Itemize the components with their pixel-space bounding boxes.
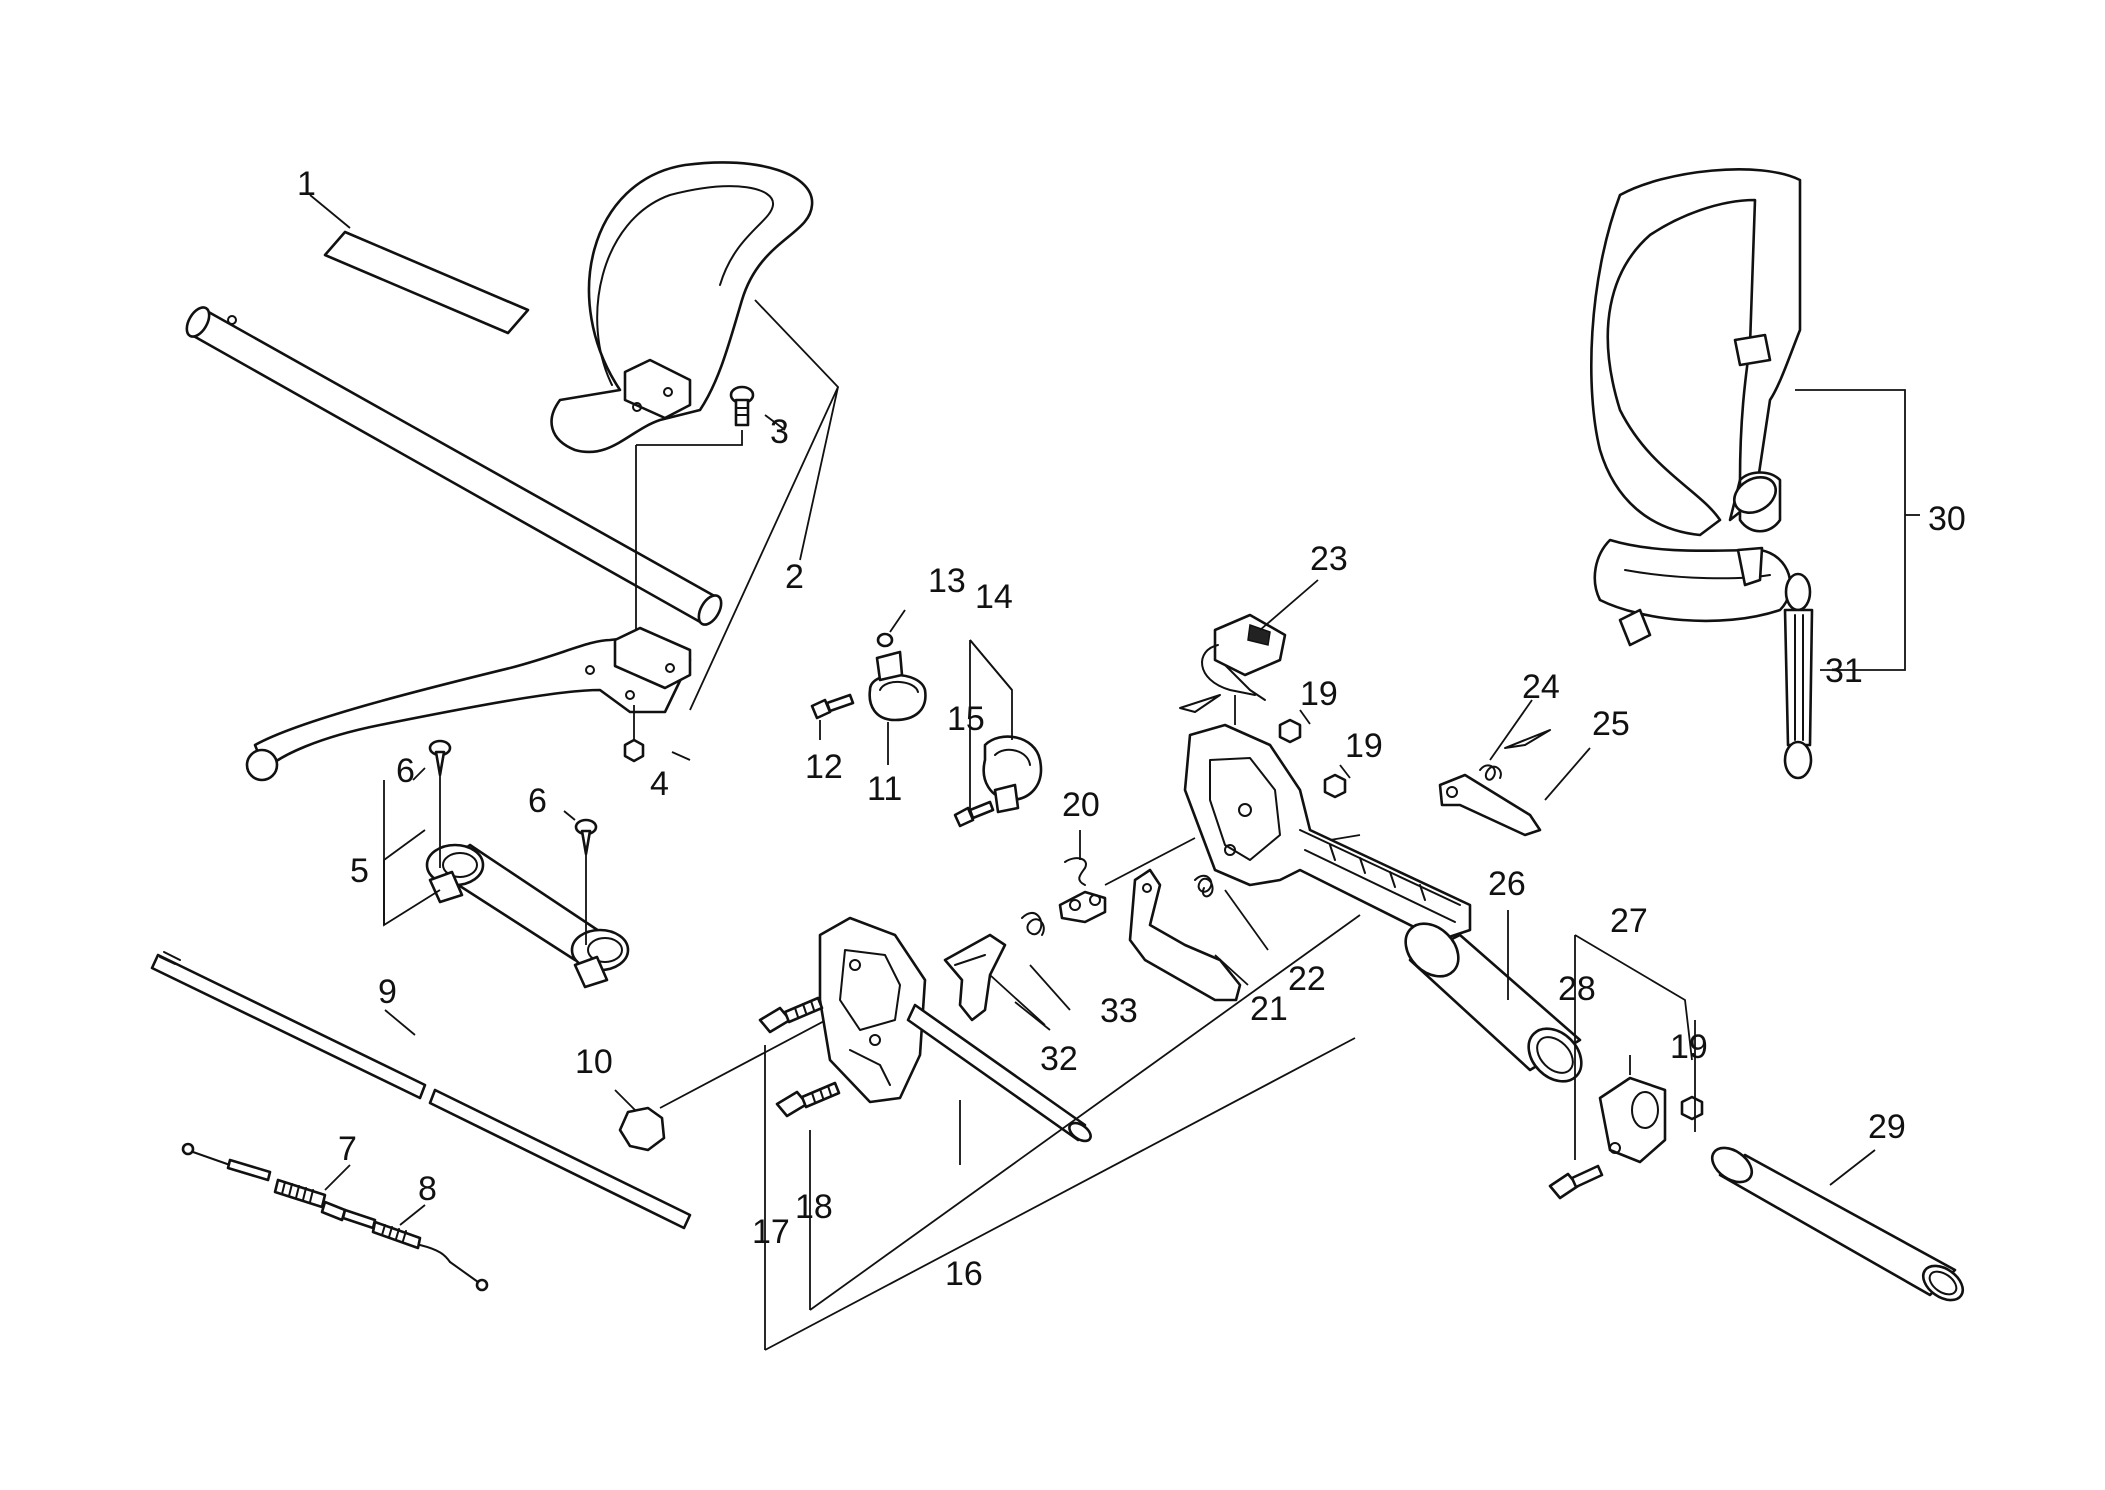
label-32: 32 — [1040, 1040, 1078, 1078]
part-15-screw — [953, 800, 995, 828]
label-21: 21 — [1250, 990, 1288, 1028]
label-7: 7 — [338, 1130, 357, 1168]
part-11-clamp-band — [868, 650, 927, 722]
part-31-snap-hook — [1783, 572, 1814, 780]
part-15-clamp — [982, 735, 1043, 814]
part-23-stop-switch — [1201, 613, 1287, 701]
part-30-shoulder-harness — [1590, 168, 1802, 647]
part-12-screw — [810, 693, 855, 720]
part-19-nut-b — [1323, 773, 1347, 799]
part-21-throttle-trigger — [1128, 868, 1242, 1002]
label-22: 22 — [1288, 960, 1326, 998]
shaft-tube — [185, 306, 723, 626]
label-17: 17 — [752, 1213, 790, 1251]
part-number-labels: 1 2 3 4 5 6 6 7 8 9 10 11 12 13 14 15 16… — [297, 165, 1966, 1293]
label-30: 30 — [1928, 500, 1966, 538]
leader-lines — [309, 194, 1920, 1351]
label-16: 16 — [945, 1255, 983, 1293]
part-16-handle-housing — [818, 916, 1092, 1143]
part-27-hanger-bracket — [1598, 1076, 1667, 1164]
label-19a: 19 — [1300, 675, 1338, 713]
label-23: 23 — [1310, 540, 1348, 578]
part-2-loop-handle — [550, 161, 814, 454]
part-17-bolt — [758, 996, 824, 1034]
part-4-nut — [623, 738, 645, 763]
part-26-foam-grip — [1404, 922, 1583, 1083]
label-2: 2 — [785, 558, 804, 596]
part-22-spring — [1194, 874, 1214, 898]
part-29-tube — [1710, 1146, 1965, 1302]
label-19c: 19 — [1670, 1028, 1708, 1066]
part-3-bolt — [729, 385, 755, 427]
label-33: 33 — [1100, 992, 1138, 1030]
label-6a: 6 — [396, 752, 415, 790]
label-6b: 6 — [528, 782, 547, 820]
part-7-8-throttle-cable — [181, 1142, 489, 1292]
part-6-screw-b — [574, 818, 598, 856]
part-6-screw-a — [428, 739, 452, 777]
part-19-nut-a — [1278, 718, 1302, 744]
label-20: 20 — [1062, 786, 1100, 824]
label-18: 18 — [795, 1188, 833, 1226]
label-27: 27 — [1610, 902, 1648, 940]
label-1: 1 — [297, 165, 316, 203]
label-25: 25 — [1592, 705, 1630, 743]
label-14: 14 — [975, 578, 1013, 616]
label-29: 29 — [1868, 1108, 1906, 1146]
throttle-handle-body — [1183, 723, 1472, 942]
label-15: 15 — [947, 700, 985, 738]
part-33-spring — [1021, 911, 1045, 936]
label-3: 3 — [770, 413, 789, 451]
part-1-label-sticker — [323, 230, 530, 335]
label-10: 10 — [575, 1043, 613, 1081]
label-13: 13 — [928, 562, 966, 600]
label-11: 11 — [867, 770, 902, 808]
part-10-cap — [618, 1106, 666, 1152]
label-12: 12 — [805, 748, 843, 786]
part-32-lock-lever — [943, 933, 1007, 1022]
label-28: 28 — [1558, 970, 1596, 1008]
lower-handle-bracket — [245, 626, 692, 782]
part-25-lever — [1438, 773, 1542, 837]
part-9-drive-shaft — [150, 951, 692, 1230]
part-13-nut — [876, 632, 894, 648]
label-19b: 19 — [1345, 727, 1383, 765]
label-31: 31 — [1825, 652, 1863, 690]
part-20-pin — [1058, 857, 1107, 924]
label-24: 24 — [1522, 668, 1560, 706]
part-28-bolt — [1548, 1164, 1604, 1200]
label-5: 5 — [350, 852, 369, 890]
part-19-nut-c — [1680, 1095, 1704, 1121]
label-8: 8 — [418, 1170, 437, 1208]
label-9: 9 — [378, 973, 397, 1011]
part-5-pipe-clamp — [425, 843, 630, 989]
label-26: 26 — [1488, 865, 1526, 903]
part-24-spring — [1479, 729, 1551, 781]
label-4: 4 — [650, 765, 669, 803]
part-18-bolt — [775, 1081, 841, 1118]
